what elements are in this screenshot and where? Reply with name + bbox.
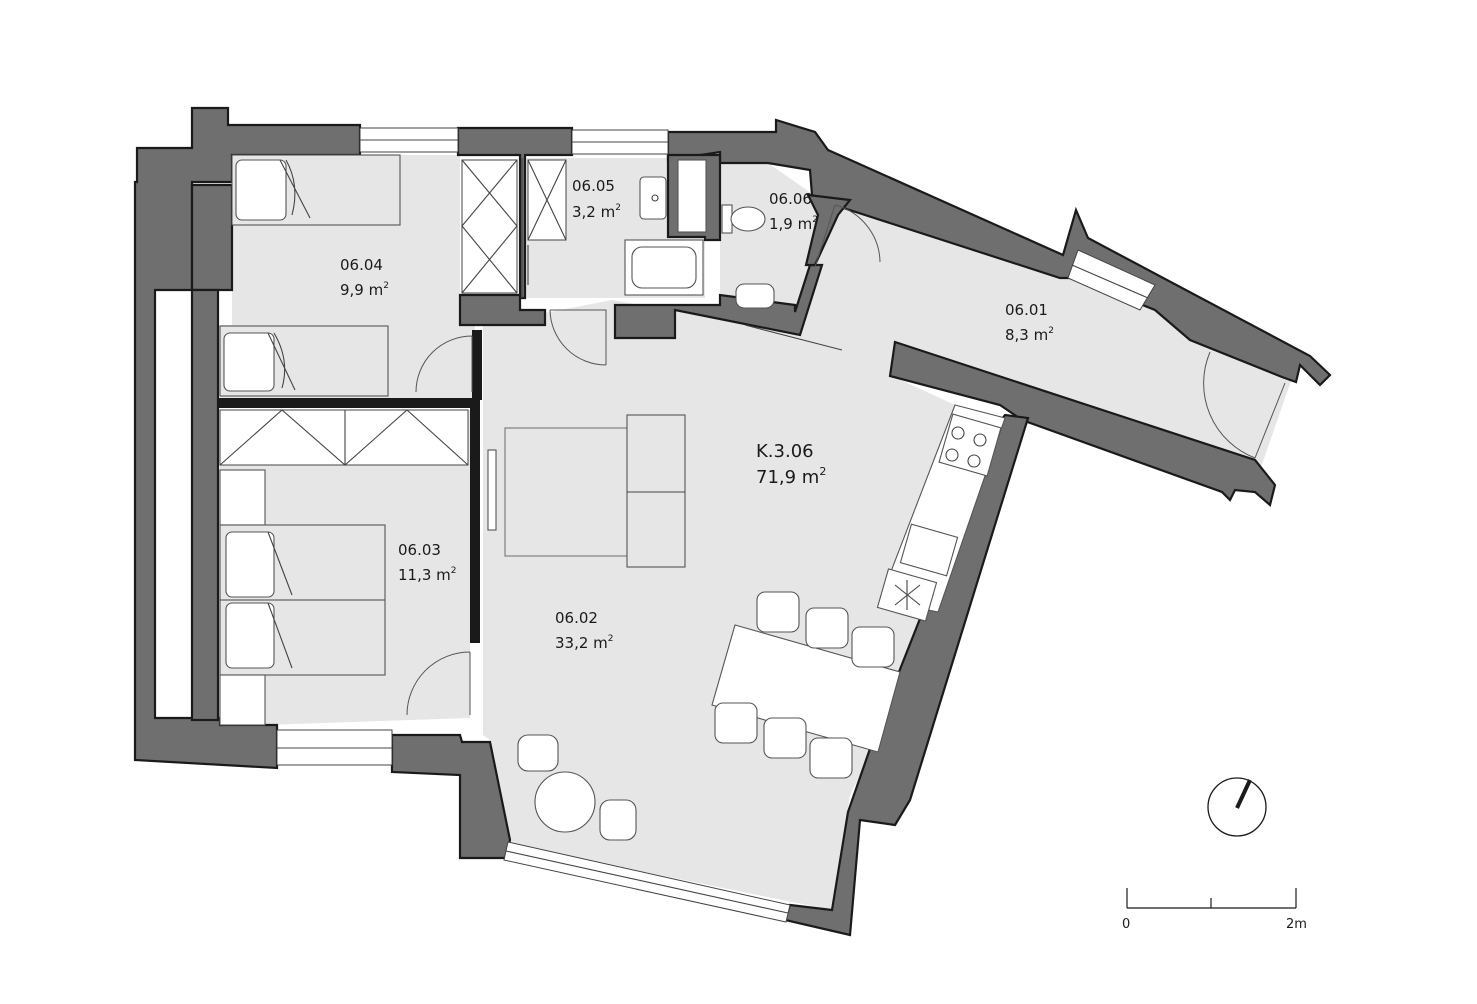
room-06-04-area: 9,9 m2 — [340, 281, 389, 299]
chair-1 — [756, 591, 800, 633]
nightstand-0603-b — [219, 674, 266, 726]
room-06-02-id: 06.02 — [555, 609, 598, 627]
room-06-05-area: 3,2 m2 — [572, 203, 621, 221]
wall-south-living — [390, 733, 512, 860]
wall-wc-east — [804, 193, 853, 267]
room-06-03-area: 11,3 m2 — [398, 566, 457, 584]
room-06-06-floor — [720, 163, 828, 305]
room-labels: K.3.06 71,9 m2 06.01 8,3 m2 06.02 33,2 m… — [340, 177, 1054, 652]
partition-0604-0603 — [218, 398, 480, 408]
apartment-area: 71,9 m2 — [756, 465, 826, 488]
furniture-0603 — [219, 409, 469, 726]
chair-6 — [809, 737, 853, 779]
doors — [406, 204, 1286, 716]
wardrobe-0603 — [219, 409, 469, 466]
scale-start-label: 0 — [1122, 917, 1130, 932]
partition-0603-0602 — [470, 405, 480, 643]
door-0603 — [406, 651, 471, 716]
chair-round-1 — [517, 734, 559, 772]
chair-round-2 — [599, 799, 637, 841]
sink-0605 — [639, 176, 667, 220]
room-06-01-area: 8,3 m2 — [1005, 326, 1054, 344]
chair-5 — [763, 717, 807, 759]
room-06-02-area: 33,2 m2 — [555, 634, 614, 652]
window-hall — [1067, 249, 1156, 311]
furniture-0605 — [527, 159, 704, 296]
walls — [133, 106, 1332, 937]
wardrobe-0604 — [461, 159, 518, 294]
chair-3 — [851, 626, 895, 668]
kitchen-sink — [899, 523, 959, 577]
room-06-06-area: 1,9 m2 — [769, 215, 818, 233]
nightstand-0603 — [219, 469, 266, 526]
door-0606 — [814, 204, 881, 268]
door-entrance — [1203, 351, 1286, 459]
wall-north-east — [666, 118, 1332, 387]
door-0604 — [415, 335, 473, 393]
tv — [487, 449, 497, 531]
room-06-05-id: 06.05 — [572, 177, 615, 195]
north-arrow-needle — [1235, 779, 1252, 809]
sink-0606 — [735, 283, 775, 309]
toilet-bowl — [730, 206, 766, 232]
room-06-03-id: 06.03 — [398, 541, 441, 559]
room-06-04-id: 06.04 — [340, 256, 383, 274]
partition-0604-0602 — [472, 330, 482, 400]
scale-bar: 0 2m — [1122, 888, 1307, 932]
furniture-0602 — [487, 404, 1006, 841]
wall-stub-0604 — [458, 293, 547, 327]
chair-4 — [714, 702, 758, 744]
room-06-06-id: 06.06 — [769, 190, 812, 208]
furniture-0606 — [721, 204, 775, 309]
sliding-door — [744, 324, 843, 351]
chair-2 — [805, 607, 849, 649]
wall-west-pier — [190, 288, 220, 722]
shaft-void — [677, 159, 707, 233]
wall-hall-south — [888, 340, 1277, 508]
sofa — [626, 414, 686, 568]
partitions — [218, 158, 523, 643]
apartment-name: K.3.06 — [756, 441, 814, 462]
north-arrow — [1207, 777, 1267, 837]
scale-end-label: 2m — [1286, 917, 1307, 932]
windows — [276, 127, 1156, 923]
door-0605 — [549, 309, 607, 366]
room-06-01-id: 06.01 — [1005, 301, 1048, 319]
round-table — [534, 771, 596, 833]
furniture-0604 — [219, 154, 518, 397]
wall-west-inner — [190, 183, 234, 292]
dining-table — [711, 624, 901, 753]
room-06-01-floor — [850, 200, 1300, 470]
